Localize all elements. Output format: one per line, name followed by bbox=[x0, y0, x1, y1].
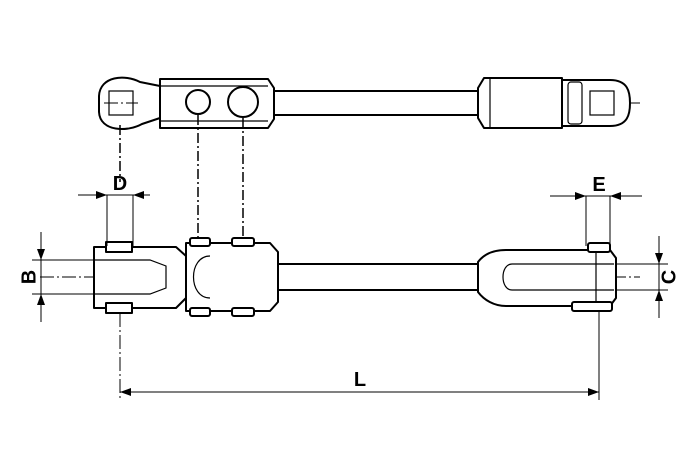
dim-c-arrow-bottom bbox=[655, 290, 663, 301]
dim-e-label: E bbox=[592, 174, 605, 196]
dim-l-arrow-right bbox=[588, 388, 599, 396]
dimension-l: L bbox=[119, 311, 600, 400]
dim-c-arrow-top bbox=[655, 253, 663, 264]
side-left-pin-bottom bbox=[105, 302, 133, 314]
top-rod bbox=[273, 90, 479, 116]
dim-e-arrow-left bbox=[575, 192, 586, 200]
dim-b-arrow-bottom bbox=[37, 294, 45, 305]
side-right-fork bbox=[477, 249, 617, 307]
side-rod bbox=[277, 263, 479, 291]
dim-d-arrow-left bbox=[96, 191, 107, 199]
side-middle-fork-tongue bbox=[192, 255, 211, 299]
dim-e-arrow-right bbox=[610, 192, 621, 200]
top-right-eye bbox=[561, 79, 631, 127]
side-left-pin-top bbox=[105, 241, 133, 253]
dim-l-arrow-left bbox=[120, 388, 131, 396]
side-view bbox=[40, 237, 640, 317]
dimension-e: E bbox=[550, 174, 642, 246]
dim-c-label: C bbox=[658, 270, 680, 284]
side-right-pin-top bbox=[587, 242, 611, 253]
top-right-eye-bar bbox=[567, 81, 583, 125]
dimension-c: C bbox=[616, 236, 680, 318]
side-mid-pin-top-right bbox=[231, 237, 255, 247]
dimension-d: D bbox=[78, 173, 150, 246]
dim-l-label: L bbox=[354, 369, 366, 391]
top-view bbox=[98, 76, 640, 130]
side-right-fork-slot bbox=[502, 263, 614, 291]
side-left-clevis-slot bbox=[94, 259, 167, 295]
top-right-eye-square bbox=[589, 90, 615, 116]
side-right-pin-bottom bbox=[571, 301, 613, 312]
top-right-sleeve bbox=[477, 77, 563, 129]
side-mid-pin-bottom-left bbox=[189, 307, 211, 317]
dim-d-arrow-right bbox=[133, 191, 144, 199]
side-mid-pin-top-left bbox=[189, 237, 211, 247]
side-middle-fork bbox=[185, 242, 279, 312]
dimension-b: B bbox=[18, 232, 94, 322]
dim-b-label: B bbox=[18, 270, 40, 284]
side-left-clevis bbox=[93, 246, 187, 309]
projection-lines bbox=[119, 115, 244, 238]
top-pin-left bbox=[185, 89, 211, 115]
side-mid-pin-bottom-right bbox=[231, 307, 255, 317]
dim-b-arrow-top bbox=[37, 249, 45, 260]
dim-d-label: D bbox=[113, 173, 127, 195]
top-pin-right bbox=[227, 86, 259, 118]
